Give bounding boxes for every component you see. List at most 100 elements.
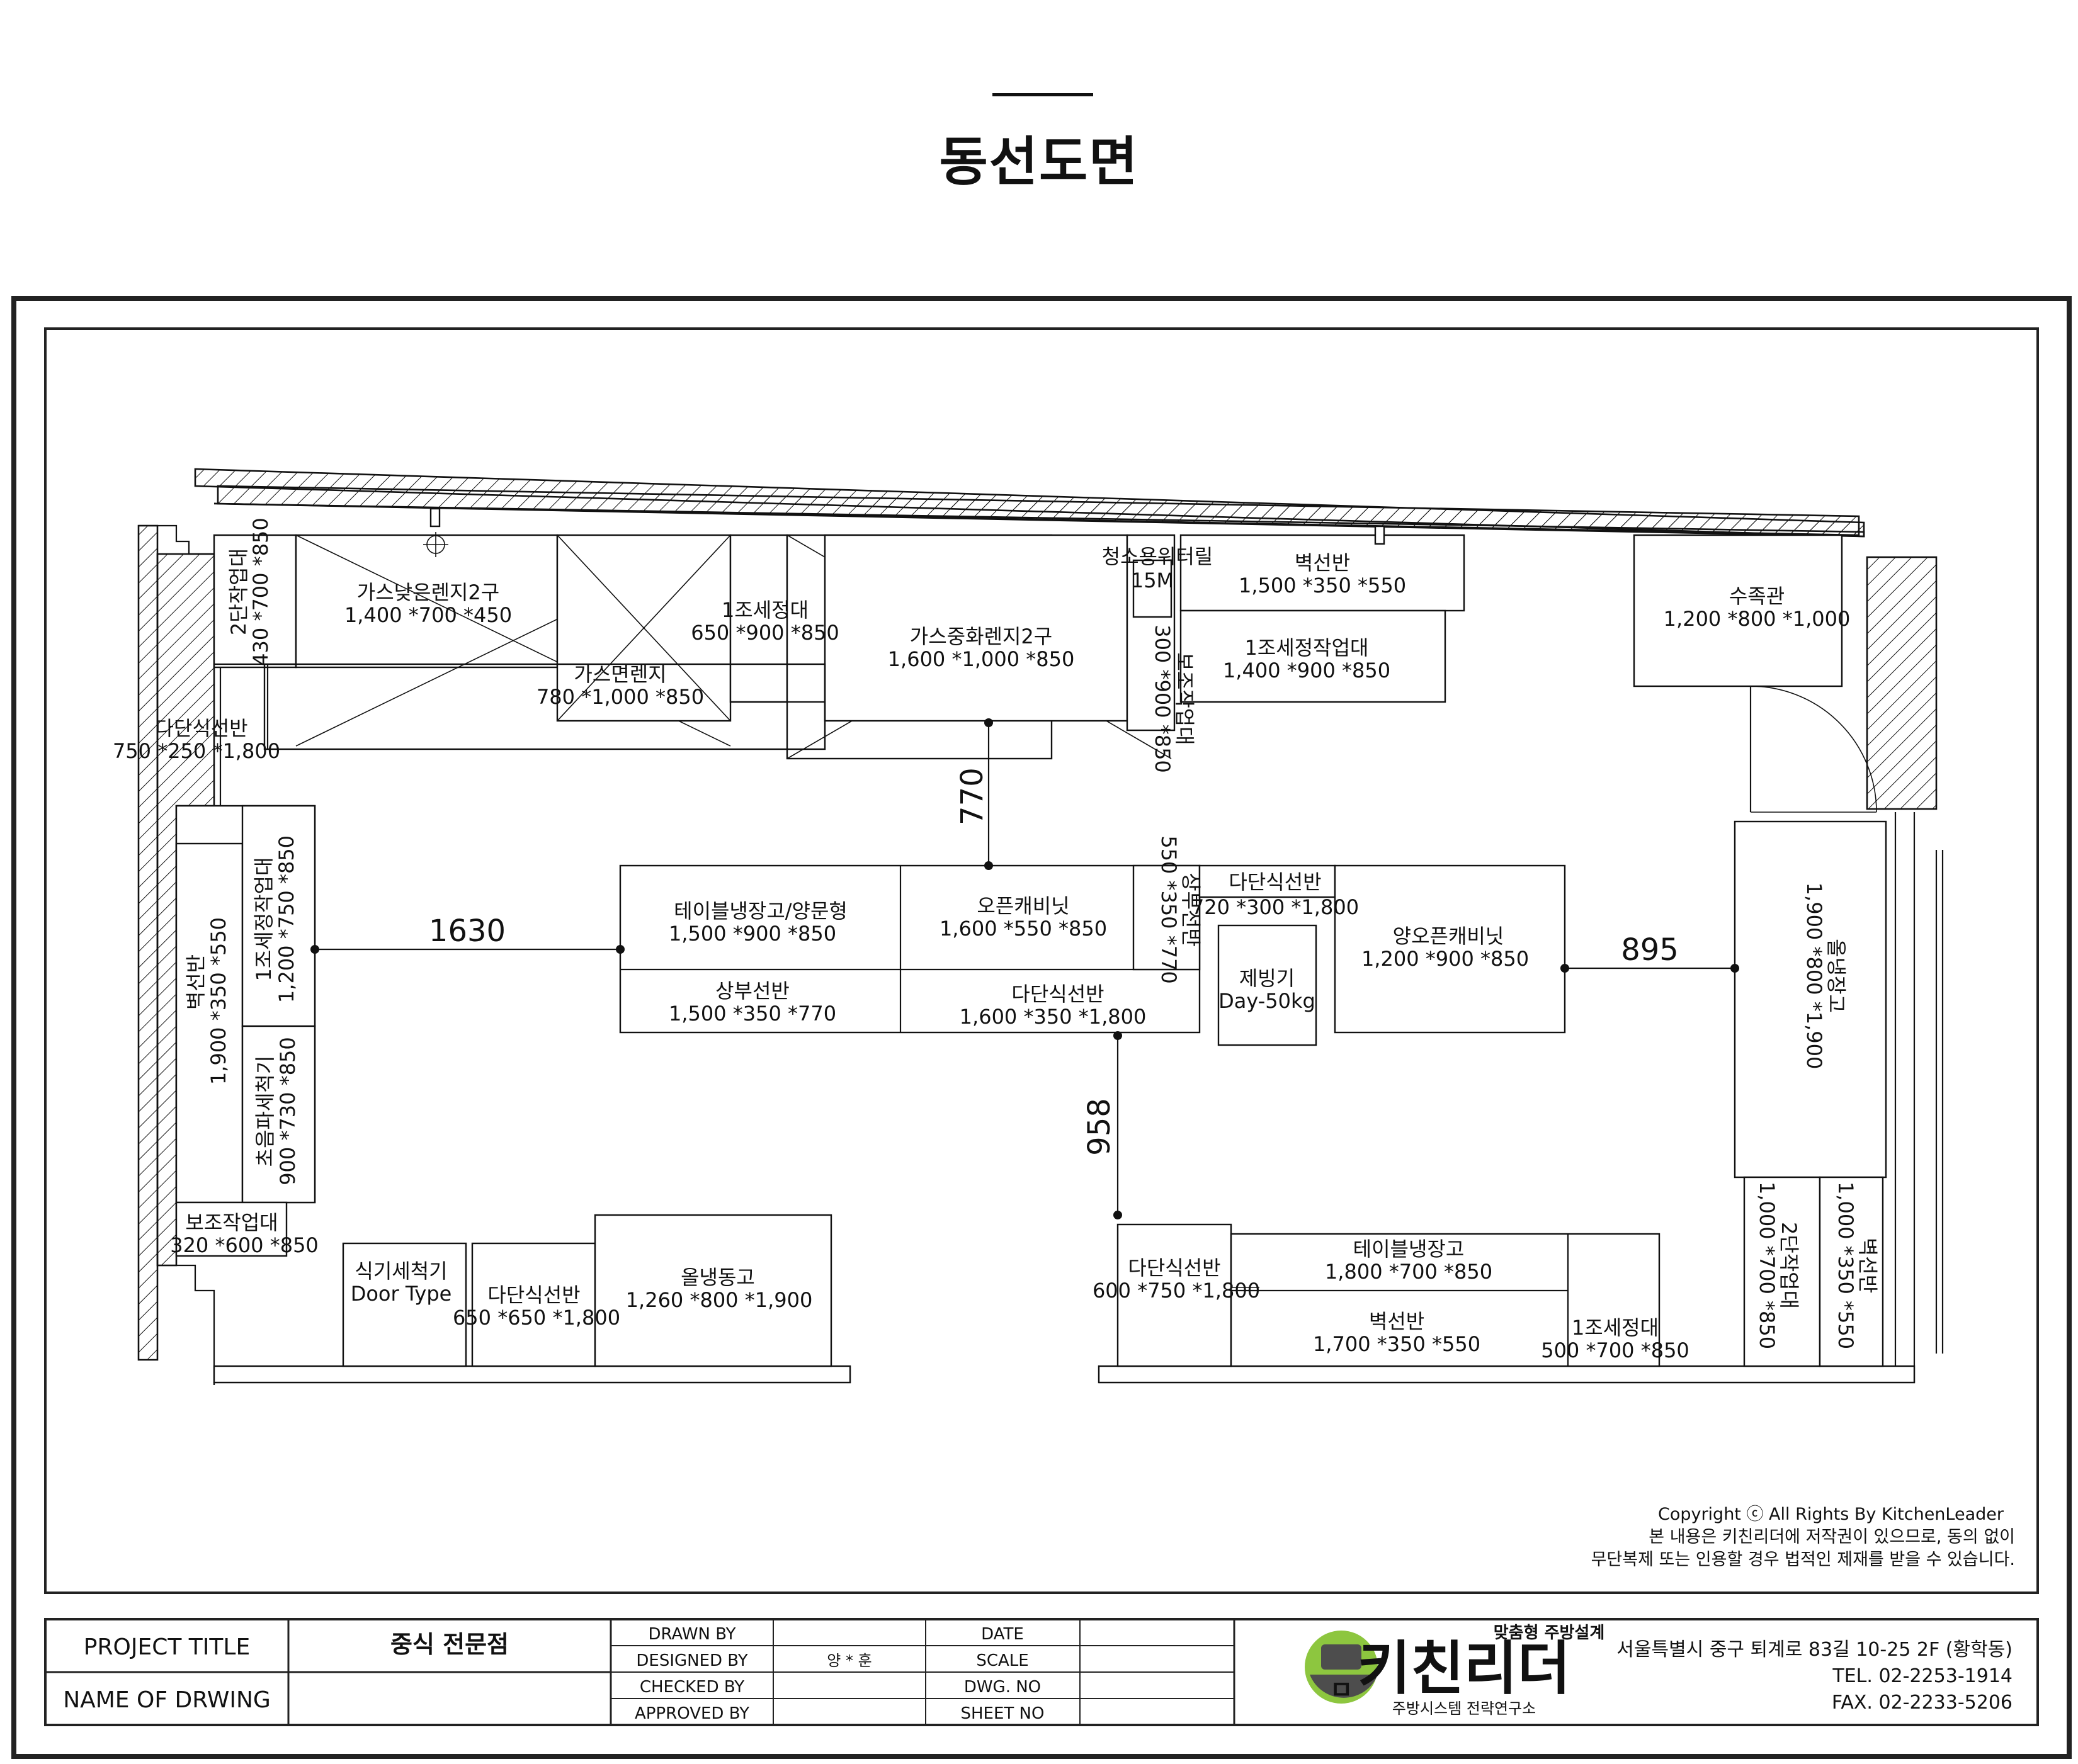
- dim-895: 895: [1621, 932, 1679, 968]
- dims-wall-shelf-br: 1,700 *350 *550: [1313, 1332, 1480, 1356]
- dims-wall-shelf-top: 1,500 *350 *550: [1239, 574, 1406, 597]
- equipment-island: [619, 864, 1566, 1046]
- label-dan2: 2단작업대: [227, 548, 251, 635]
- title-rule: [992, 93, 1093, 96]
- label-aux-work: 보조작업대: [1172, 652, 1196, 745]
- copyright-line2: 본 내용은 키친리더에 저작권이 있으므로, 동의 없이: [1649, 1527, 2015, 1547]
- dim-958: 958: [1082, 1098, 1117, 1156]
- checked-by-label: CHECKED BY: [640, 1678, 744, 1697]
- label-ice-maker: 제빙기: [1239, 966, 1295, 990]
- dims-dan2: 430 *700 *850: [249, 517, 273, 666]
- label-aquarium: 수족관: [1729, 584, 1785, 608]
- dims-ultrasonic: 900 *730 *850: [276, 1037, 300, 1185]
- date-label: DATE: [981, 1625, 1024, 1644]
- equipment-bottom-right: [1116, 1223, 1661, 1367]
- label-both-open-cab: 양오픈캐비닛: [1393, 924, 1504, 948]
- company-fax: FAX. 02-2233-5206: [1832, 1692, 2013, 1714]
- dims-ice-maker: Day-50kg: [1218, 989, 1315, 1013]
- dims-aquarium: 1,200 *800 *1,000: [1664, 607, 1851, 631]
- label-multi-shelf-mid: 다단식선반: [1229, 870, 1321, 894]
- dims-multi-shelf-left: 750 *250 *1,800: [113, 739, 280, 763]
- label-sink-work-top: 1조세정작업대: [1245, 636, 1369, 660]
- dims-table-fridge-br: 1,800 *700 *850: [1325, 1260, 1492, 1284]
- label-gas-chinese: 가스중화렌지2구: [910, 625, 1052, 648]
- label-sink1: 1조세정대: [722, 598, 809, 622]
- dims-both-open-cab: 1,200 *900 *850: [1361, 947, 1529, 971]
- label-multi-shelf-br: 다단식선반: [1128, 1256, 1220, 1280]
- project-title-label: PROJECT TITLE: [84, 1634, 250, 1660]
- dim-1630: 1630: [429, 913, 506, 949]
- outer-frame: [11, 296, 2072, 1759]
- kitchenleader-logo: ㅁ 맞춤형 주방설계 키친리더 주방시스템 전략연구소: [1305, 1624, 1604, 1717]
- dims-upper-shelf-small: 550 *350 *770: [1157, 835, 1181, 984]
- company-tel: TEL. 02-2253-1914: [1832, 1665, 2013, 1687]
- walls: [137, 468, 1944, 1385]
- dims-aux-work-left: 320 *600 *850: [170, 1233, 319, 1257]
- logo-subtitle: 주방시스템 전략연구소: [1392, 1700, 1536, 1717]
- drawn-by-label: DRAWN BY: [648, 1625, 735, 1644]
- sheet-no-label: SHEET NO: [961, 1704, 1045, 1723]
- logo-name: 키친리더: [1358, 1635, 1571, 1702]
- equipment-right: [1734, 820, 1887, 1367]
- door: [1749, 686, 1877, 813]
- label-wall-shelf-br: 벽선반: [1369, 1309, 1424, 1333]
- label-wall-shelf-right: 벽선반: [1856, 1238, 1880, 1293]
- dims-multi-shelf-mid: 720 *300 *1,800: [1191, 895, 1359, 919]
- label-aux-work-left: 보조작업대: [185, 1211, 278, 1235]
- scale-label: SCALE: [976, 1651, 1028, 1670]
- dims-sink-work-top: 1,400 *900 *850: [1223, 659, 1390, 682]
- designed-by-label: DESIGNED BY: [636, 1651, 747, 1670]
- label-dishwasher: 식기세척기: [355, 1259, 447, 1283]
- equipment-top: [213, 507, 1843, 806]
- dwg-no-label: DWG. NO: [964, 1678, 1041, 1697]
- dim-770: 770: [955, 767, 990, 825]
- dims-sink1-br: 500 *700 *850: [1541, 1338, 1689, 1362]
- label-multi-shelf-bottom: 다단식선반: [487, 1283, 580, 1307]
- logo-mark-glyph: ㅁ: [1330, 1676, 1353, 1705]
- equipment-left: [175, 805, 316, 1257]
- label-ultrasonic: 초음파세척기: [253, 1056, 277, 1167]
- title-block: PROJECT TITLE 중식 전문점 NAME OF DRWING DRAW…: [44, 1618, 2039, 1726]
- label-table-fridge: 테이블냉장고/양문형: [674, 899, 848, 923]
- dims-gas-chinese: 1,600 *1,000 *850: [888, 647, 1075, 671]
- approved-by-label: APPROVED BY: [635, 1704, 749, 1723]
- dimension-lines: [310, 718, 1739, 1219]
- label-multi-shelf-left: 다단식선반: [155, 716, 247, 740]
- label-table-fridge-br: 테이블냉장고: [1353, 1237, 1465, 1261]
- dims-multi-shelf-center: 1,600 *350 *1,800: [960, 1005, 1147, 1029]
- label-sink1-br: 1조세정대: [1572, 1316, 1659, 1340]
- dims-multi-shelf-bottom: 650 *650 *1,800: [453, 1306, 620, 1330]
- dims-aux-work: 300 *900 *850: [1150, 625, 1174, 773]
- logo-tagline: 맞춤형 주방설계: [1494, 1624, 1605, 1642]
- label-upper-shelf-small: 상부선반: [1179, 873, 1203, 947]
- label-wall-shelf-left: 벽선반: [184, 954, 208, 1010]
- label-wall-shelf-top: 벽선반: [1295, 551, 1350, 575]
- label-dan2-right: 2단작업대: [1777, 1222, 1801, 1309]
- drawing-name-label: NAME OF DRWING: [63, 1687, 271, 1713]
- project-title-value: 중식 전문점: [390, 1631, 509, 1658]
- label-water-reel: 청소용워터릴: [1102, 545, 1213, 568]
- label-upper-shelf: 상부선반: [715, 979, 790, 1003]
- dims-sink1: 650 *900 *850: [691, 621, 839, 645]
- dims-wall-shelf-left: 1,900 *350 *550: [207, 917, 230, 1085]
- label-fridge-freezer-bottom: 올냉동고: [681, 1265, 755, 1289]
- label-multi-shelf-center: 다단식선반: [1011, 982, 1104, 1006]
- page-title: 동선도면: [939, 131, 1139, 193]
- rotated-labels-ccw: 2단작업대 430 *700 *850 1조세정작업대 1,200 *750 *…: [184, 517, 300, 1185]
- dims-gas-low: 1,400 *700 *450: [344, 603, 512, 627]
- rotated-labels-cw: 보조작업대 300 *900 *850 상부선반 550 *350 *770 올…: [1150, 625, 1880, 1349]
- dims-table-fridge: 1,500 *900 *850: [669, 922, 836, 946]
- dims-fridge-freezer-right: 1,900 *800 *1,900: [1802, 883, 1826, 1070]
- label-open-cab: 오픈캐비닛: [977, 894, 1069, 918]
- dims-water-reel: 15M: [1131, 568, 1174, 592]
- dims-upper-shelf: 1,500 *350 *770: [669, 1002, 836, 1026]
- dims-wall-shelf-right: 1,000 *350 *550: [1834, 1182, 1858, 1349]
- equipment-bottom-left: [342, 1214, 832, 1367]
- dims-multi-shelf-br: 600 *750 *1,800: [1093, 1279, 1260, 1303]
- designer-name: 양 * 훈: [827, 1652, 872, 1670]
- label-gas-low: 가스낮은렌지2구: [357, 580, 499, 604]
- label-sink-work-left: 1조세정작업대: [252, 857, 276, 981]
- company-address: 서울특별시 중구 퇴계로 83길 10-25 2F (황학동): [1616, 1639, 2013, 1661]
- label-gas-noodle: 가스면렌지: [574, 662, 666, 686]
